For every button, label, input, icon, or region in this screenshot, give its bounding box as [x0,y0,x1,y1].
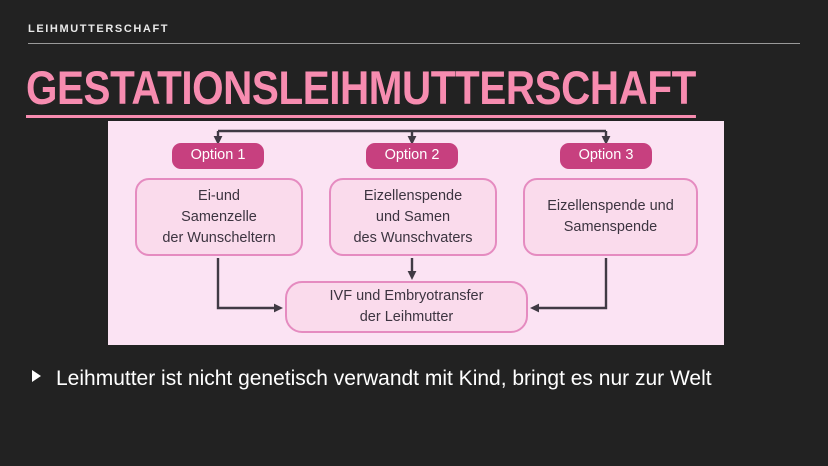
option-box-2-line-1: Eizellenspende [363,187,463,204]
arrow-head-right-elbow [530,303,539,313]
header-eyebrow-label: LEIHMUTTERSCHAFT [28,23,170,35]
result-box-line-2: der Leihmutter [359,309,454,325]
bullet-list-item: Leihmutter ist nicht genetisch verwandt … [32,362,800,396]
option-box-1-line-3: der Wunscheltern [162,229,276,246]
option-badge-2: Option 2 [366,143,458,169]
diagram-panel: Option 1 Option 2 Option 3 Ei-und Samenz… [108,121,724,345]
option-box-1-line-1: Ei-und [198,187,240,204]
option-box-2-line-2: und Samen [375,208,451,225]
option-box-1: Ei-und Samenzelle der Wunscheltern [135,178,303,256]
bullet-text: Leihmutter ist nicht genetisch verwandt … [56,367,712,390]
option-box-3-line-1: Eizellenspende und [547,198,674,214]
option-box-2: Eizellenspende und Samen des Wunschvater… [329,178,497,256]
page-title: GESTATIONSLEIHMUTTERSCHAFT [26,63,696,118]
diagram-inner: Option 1 Option 2 Option 3 Ei-und Samenz… [108,121,724,345]
option-badge-3: Option 3 [560,143,652,169]
arrow-head-center [407,271,417,280]
option-box-1-line-2: Samenzelle [181,208,257,225]
option-badge-1: Option 1 [172,143,264,169]
option-box-3-line-2: Samenspende [563,219,658,235]
option-box-3: Eizellenspende und Samenspende [523,178,698,256]
option-box-2-line-3: des Wunschvaters [353,229,473,246]
header-divider [28,43,800,44]
result-box-ivf: IVF und Embryotransfer der Leihmutter [285,281,528,333]
arrow-head-left-elbow [274,303,283,313]
slide-header: LEIHMUTTERSCHAFT [28,22,800,44]
triangle-right-bullet-icon [32,370,46,382]
result-box-line-1: IVF und Embryotransfer [329,288,484,304]
